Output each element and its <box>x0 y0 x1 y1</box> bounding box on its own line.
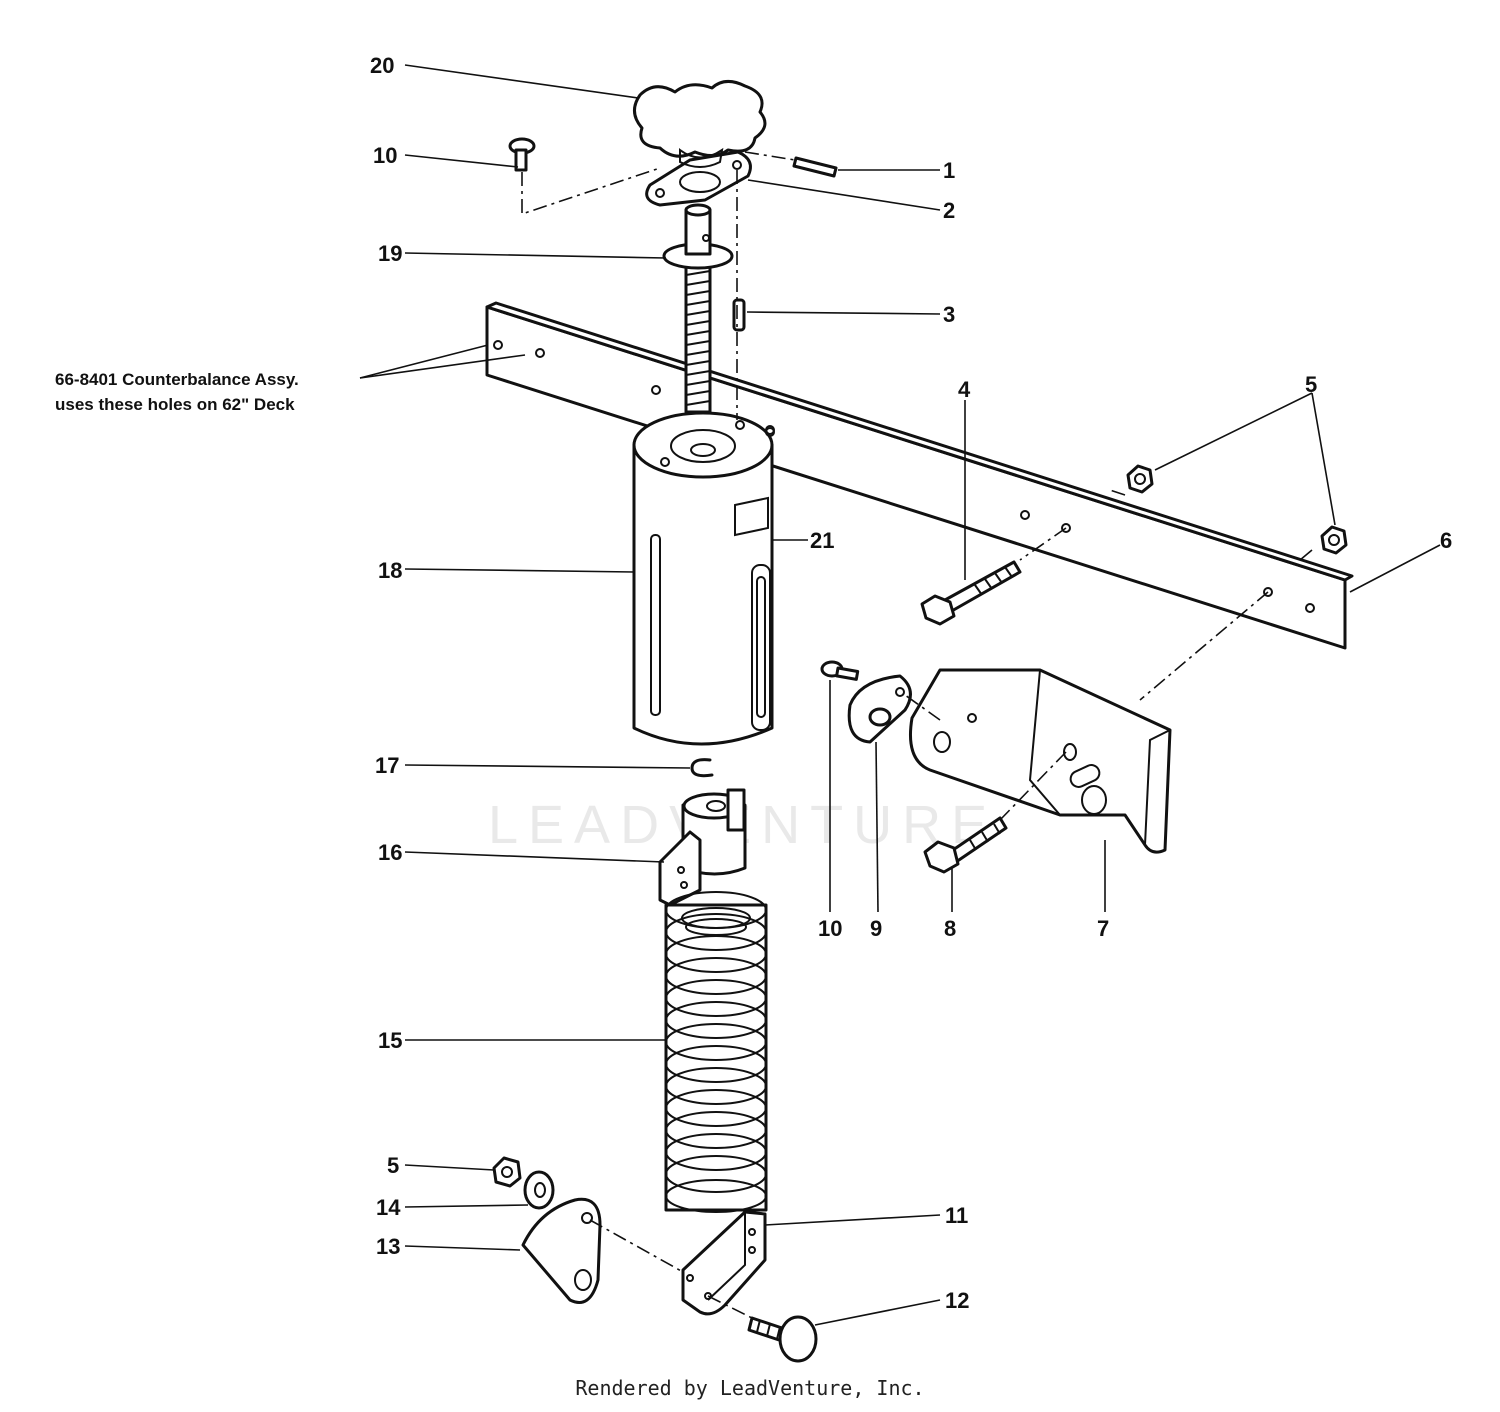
part-9-plate <box>847 674 912 744</box>
callout-7: 7 <box>1097 916 1109 941</box>
callout-13: 13 <box>376 1234 400 1259</box>
part-5-nut-bottom <box>492 1156 522 1188</box>
callout-3: 3 <box>943 302 955 327</box>
callout-21: 21 <box>810 528 834 553</box>
part-5-nut-a <box>1126 464 1154 494</box>
callout-5-bottom: 5 <box>387 1153 399 1178</box>
part-3-pin <box>732 298 746 332</box>
part-14-washer <box>523 1170 555 1210</box>
part-11-bracket <box>681 1210 767 1316</box>
note-line-1: 66-8401 Counterbalance Assy. <box>55 370 299 389</box>
callout-18: 18 <box>378 558 402 583</box>
callout-11: 11 <box>945 1203 968 1228</box>
callout-17: 17 <box>375 753 399 778</box>
callout-4: 4 <box>958 377 971 402</box>
part-4-bolt <box>920 560 1022 626</box>
callout-5-top: 5 <box>1305 372 1317 397</box>
part-2-plate <box>645 150 752 207</box>
part-6-bar <box>485 301 1354 650</box>
part-5-nut-b <box>1320 525 1348 555</box>
part-10-screw-right <box>820 660 860 681</box>
leader-lines <box>359 64 1441 1326</box>
callout-15: 15 <box>378 1028 402 1053</box>
callout-10-right: 10 <box>818 916 842 941</box>
part-10-screw-top <box>508 137 536 172</box>
callout-19: 19 <box>378 241 402 266</box>
hole-note: 66-8401 Counterbalance Assy. uses these … <box>55 370 299 414</box>
callout-2: 2 <box>943 198 955 223</box>
part-15-spring <box>664 891 768 1213</box>
part-17-clip <box>690 758 714 778</box>
part-18-tube <box>632 411 775 746</box>
part-8-bolt <box>923 816 1008 874</box>
callout-12: 12 <box>945 1288 969 1313</box>
part-7-bracket <box>908 668 1172 854</box>
callout-10-top: 10 <box>373 143 397 168</box>
part-20-knob <box>633 80 767 168</box>
part-1-pin <box>792 156 838 178</box>
part-12-bolt <box>747 1315 818 1363</box>
callout-labels: 20 10 1 2 19 3 4 5 6 21 18 17 16 10 9 8 … <box>370 53 1452 1313</box>
part-16-cap <box>658 788 747 907</box>
assembly-lines <box>521 151 1313 1319</box>
footer-credit: Rendered by LeadVenture, Inc. <box>575 1376 925 1400</box>
callout-1: 1 <box>943 158 955 183</box>
callout-9: 9 <box>870 916 882 941</box>
callout-14: 14 <box>376 1195 401 1220</box>
callout-8: 8 <box>944 916 956 941</box>
part-19-shaft <box>662 203 734 414</box>
part-13-plate <box>521 1197 602 1304</box>
callout-16: 16 <box>378 840 402 865</box>
callout-6: 6 <box>1440 528 1452 553</box>
note-line-2: uses these holes on 62" Deck <box>55 395 295 414</box>
callout-20: 20 <box>370 53 394 78</box>
